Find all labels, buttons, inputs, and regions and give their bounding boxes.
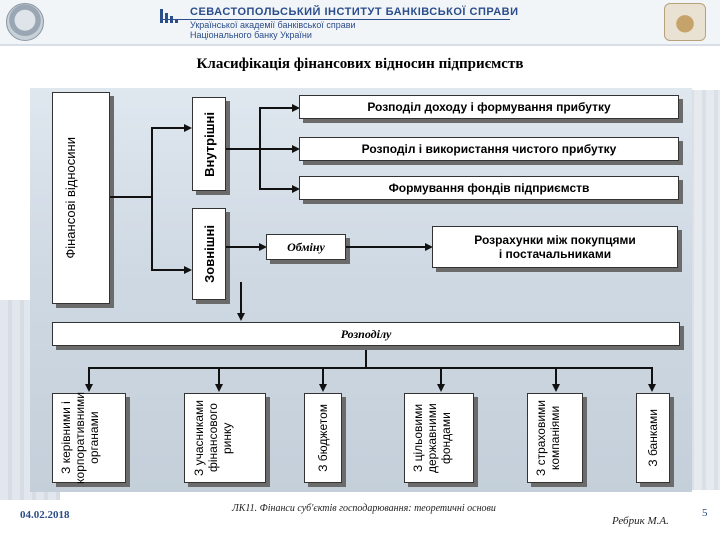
exchange-node-label: Обміну [287, 239, 325, 254]
connector [322, 367, 324, 385]
distribution-item: З керівними і корпоративними органами [52, 392, 126, 484]
distribution-node: Розподілу [52, 322, 680, 346]
connector [226, 246, 260, 248]
distribution-item-label: З учасниками фінансового ринку [192, 400, 234, 476]
internal-item: Формування фондів підприємств [299, 176, 679, 200]
institute-subtitle: Української академії банківської справи … [190, 20, 356, 40]
arrow-head [319, 384, 327, 392]
footer-date: 04.02.2018 [20, 509, 70, 521]
arrow-head [215, 384, 223, 392]
institute-subtitle-line1: Української академії банківської справи [190, 20, 356, 30]
institute-rule [160, 19, 510, 20]
header-divider [0, 44, 720, 46]
exchange-target-line2: і постачальниками [498, 247, 612, 261]
connector [226, 148, 260, 150]
connector [259, 107, 293, 109]
internal-item-label: Розподіл доходу і формування прибутку [367, 100, 611, 114]
institute-subtitle-line2: Національного банку України [190, 30, 312, 40]
connector [88, 367, 652, 369]
connector [259, 148, 293, 150]
distribution-node-label: Розподілу [340, 326, 392, 341]
external-node: Зовнішні [192, 208, 226, 300]
institute-icon [160, 9, 180, 23]
arrow-head [184, 266, 192, 274]
root-node: Фінансові відносини [52, 92, 110, 304]
left-logo [6, 3, 44, 41]
arrow-head [292, 185, 300, 193]
right-logo [664, 3, 706, 41]
connector [218, 367, 220, 385]
arrow-head [184, 124, 192, 132]
footer-author: Ребрик М.А. [612, 515, 669, 527]
distribution-item-label: З цільовими державними фондами [411, 403, 453, 473]
footer-lecture: ЛК11. Фінанси суб'єктів господарювання: … [232, 503, 496, 514]
connector [151, 127, 185, 129]
root-node-label: Фінансові відносини [63, 137, 78, 259]
connector [346, 246, 426, 248]
exchange-node: Обміну [266, 234, 346, 260]
institute-title: СЕВАСТОПОЛЬСЬКИЙ ІНСТИТУТ БАНКІВСЬКОЇ СП… [190, 6, 519, 18]
internal-node: Внутрішні [192, 97, 226, 191]
distribution-item: З цільовими державними фондами [404, 393, 474, 483]
distribution-item-label: З керівними і корпоративними органами [59, 392, 101, 484]
internal-node-label: Внутрішні [201, 111, 217, 177]
connector [151, 127, 153, 270]
connector [440, 367, 442, 385]
connector [240, 282, 242, 314]
internal-item-label: Розподіл і використання чистого прибутку [361, 142, 617, 156]
arrow-head [292, 145, 300, 153]
arrow-head [552, 384, 560, 392]
distribution-item-label: З бюджетом [316, 404, 330, 472]
arrow-head [259, 243, 267, 251]
internal-item-label: Формування фондів підприємств [388, 181, 590, 195]
header-band [0, 0, 720, 46]
arrow-head [292, 104, 300, 112]
distribution-item: З банками [636, 393, 670, 483]
connector [259, 188, 293, 190]
distribution-item-label: З банками [646, 409, 660, 467]
distribution-item: З учасниками фінансового ринку [184, 393, 266, 483]
distribution-item: З бюджетом [304, 393, 342, 483]
arrow-head [648, 384, 656, 392]
exchange-target-node: Розрахунки між покупцями і постачальника… [432, 226, 678, 268]
arrow-head [85, 384, 93, 392]
internal-item: Розподіл і використання чистого прибутку [299, 137, 679, 161]
distribution-item: З страховими компаніями [527, 393, 583, 483]
arrow-head [425, 243, 433, 251]
external-node-label: Зовнішні [201, 225, 217, 283]
connector [651, 367, 653, 385]
internal-item: Розподіл доходу і формування прибутку [299, 95, 679, 119]
connector [151, 269, 185, 271]
connector [110, 196, 152, 198]
slide-title: Класифікація фінансових відносин підприє… [196, 56, 524, 72]
connector [365, 350, 367, 368]
connector [555, 367, 557, 385]
arrow-head [437, 384, 445, 392]
page-number: 5 [702, 507, 708, 519]
distribution-item-label: З страховими компаніями [534, 400, 562, 476]
connector [88, 367, 90, 385]
arrow-head [237, 313, 245, 321]
exchange-target-line1: Розрахунки між покупцями [474, 233, 636, 247]
